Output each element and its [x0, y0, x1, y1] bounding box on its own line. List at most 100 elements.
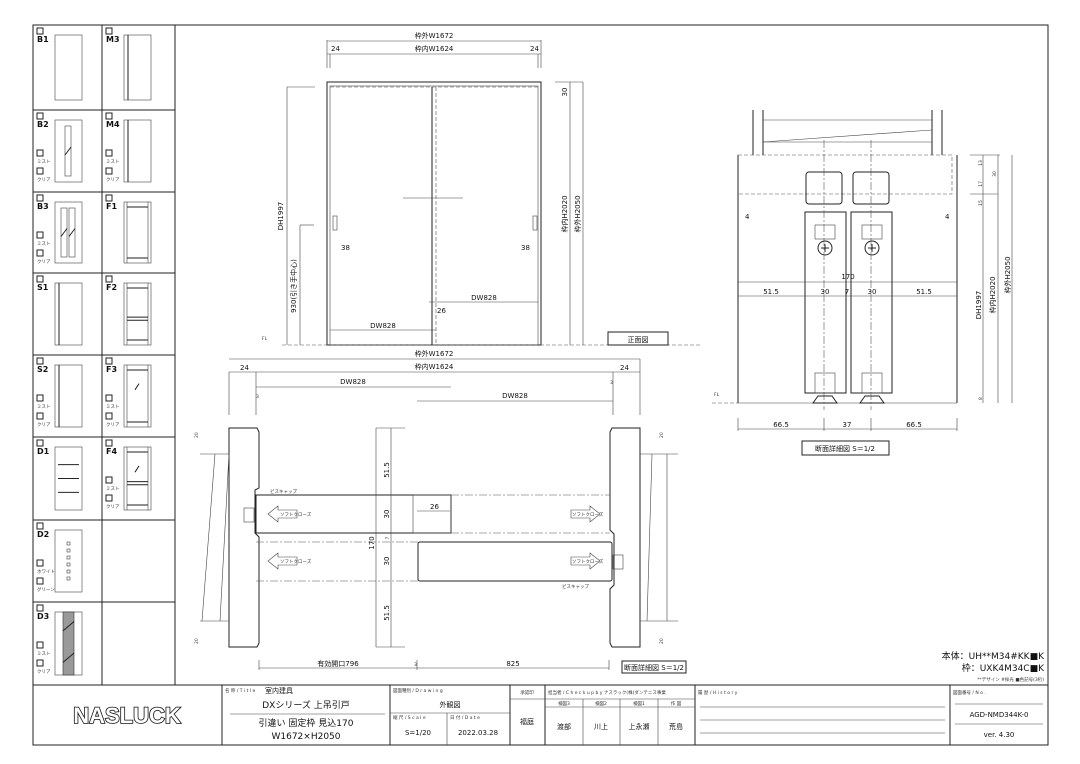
option-checkbox[interactable]	[36, 577, 44, 585]
option-label: ミスト	[37, 241, 51, 247]
plan-dim-overlap: 26	[430, 503, 439, 511]
checker-name: 川上	[594, 722, 608, 731]
option-checkbox[interactable]	[36, 412, 44, 420]
dim-handle-right: 38	[521, 244, 530, 252]
door-thumbnail	[123, 201, 152, 264]
spec-body: 本体：UH**M34#KK■K	[942, 650, 1045, 662]
plan-gap-right: 3	[610, 380, 613, 386]
door-design-b1[interactable]: B1	[36, 27, 83, 101]
checker-role: 検図1	[633, 700, 645, 707]
option-checkbox[interactable]	[105, 394, 113, 402]
option-checkbox[interactable]	[36, 641, 44, 649]
design-code: D1	[37, 447, 50, 456]
design-checkbox[interactable]	[105, 275, 113, 283]
plan-dim-side-right: 24	[620, 364, 629, 372]
design-checkbox[interactable]	[36, 522, 44, 530]
screw-cap-right-label: ビスキャップ	[562, 583, 589, 590]
sec-dim-30-right: 30	[868, 288, 877, 296]
design-checkbox[interactable]	[105, 112, 113, 120]
checker-role: 作 図	[671, 700, 682, 707]
drawing-type: 外観図	[440, 700, 461, 709]
drawing-number: AGD-NMD344K-0	[970, 711, 1029, 719]
screw-icon	[864, 240, 880, 256]
door-design-d1[interactable]: D1	[36, 439, 83, 511]
option-checkbox[interactable]	[105, 476, 113, 484]
sec-dim-15: 15	[978, 200, 984, 206]
plan-view-caption: 断面詳細図 S＝1/2	[624, 663, 684, 672]
option-checkbox[interactable]	[36, 167, 44, 175]
door-thumbnail	[123, 282, 152, 346]
dim-side-right: 24	[530, 45, 539, 53]
history-label: 履 歴 / H i s t o r y	[698, 690, 738, 696]
design-code: D3	[37, 612, 49, 621]
plan-door-gap: 7	[385, 536, 391, 539]
option-label: ミスト	[106, 159, 120, 165]
option-checkbox[interactable]	[105, 412, 113, 420]
option-label: ミスト	[106, 404, 120, 410]
design-code: F1	[106, 202, 117, 211]
option-checkbox[interactable]	[105, 494, 113, 502]
design-checkbox[interactable]	[36, 112, 44, 120]
option-label: クリア	[37, 422, 51, 428]
option-checkbox[interactable]	[105, 167, 113, 175]
option-checkbox[interactable]	[105, 149, 113, 157]
door-design-s1[interactable]: S1	[36, 275, 83, 346]
door-thumbnail	[123, 364, 152, 428]
design-checkbox[interactable]	[36, 27, 44, 35]
option-checkbox[interactable]	[36, 149, 44, 157]
design-checkbox[interactable]	[105, 194, 113, 202]
screw-cap-left-label: ビスキャップ	[270, 488, 297, 495]
dim-inner-width: 枠内W1624	[415, 44, 454, 53]
design-code: S2	[37, 365, 48, 374]
plan-right-width: 825	[506, 660, 519, 668]
plan-dim-door-upper: DW828	[340, 378, 366, 386]
door-design-f1[interactable]: F1	[105, 194, 152, 264]
sec-outer-height: 枠外H2050	[1003, 256, 1012, 293]
soft-close-arrow-left-icon: ソフトクローズ	[267, 552, 312, 570]
design-checkbox[interactable]	[36, 194, 44, 202]
version: ver. 4.30	[984, 731, 1015, 739]
design-checkbox[interactable]	[36, 604, 44, 612]
sec-dim-51-5-right: 51.5	[916, 288, 932, 296]
design-checkbox[interactable]	[105, 27, 113, 35]
plan-gap-left: 3	[256, 394, 259, 400]
section-detail-view: 4 4 170 51.5 30 7 30 51.5 13 17 15 30 DH…	[712, 110, 1013, 456]
design-code: S1	[37, 283, 49, 292]
door-design-f2[interactable]: F2	[105, 275, 152, 346]
front-elevation-view: 枠外W1672 枠内W1624 24 24 38 38 DW828 DW828 …	[262, 31, 700, 346]
sec-dim-13: 13	[978, 160, 984, 166]
design-code: F3	[106, 365, 117, 374]
checker-name: 上永瀬	[629, 722, 650, 731]
design-checkbox[interactable]	[105, 439, 113, 447]
option-checkbox[interactable]	[36, 659, 44, 667]
plan-gap-mid: 3	[414, 662, 417, 668]
design-checkbox[interactable]	[36, 357, 44, 365]
sheet-border	[32, 24, 1049, 746]
design-code: B3	[37, 202, 49, 211]
door-design-m3[interactable]: M3	[105, 27, 152, 101]
screw-icon	[817, 240, 833, 256]
design-checkbox[interactable]	[36, 439, 44, 447]
design-checkbox[interactable]	[105, 357, 113, 365]
option-checkbox[interactable]	[36, 394, 44, 402]
option-checkbox[interactable]	[36, 231, 44, 239]
design-checkbox[interactable]	[36, 275, 44, 283]
option-label: クリア	[37, 259, 51, 265]
option-checkbox[interactable]	[36, 249, 44, 257]
sec-inner-height: 枠内H2020	[988, 276, 997, 313]
soft-close-arrow-right-icon: ソフトクローズ	[570, 505, 604, 523]
option-checkbox[interactable]	[36, 559, 44, 567]
design-code: F2	[106, 283, 117, 292]
scale-label: 縮 尺 / S c a l e	[393, 714, 426, 721]
handle-left-icon	[332, 215, 338, 231]
sec-dim-17: 17	[978, 181, 984, 187]
